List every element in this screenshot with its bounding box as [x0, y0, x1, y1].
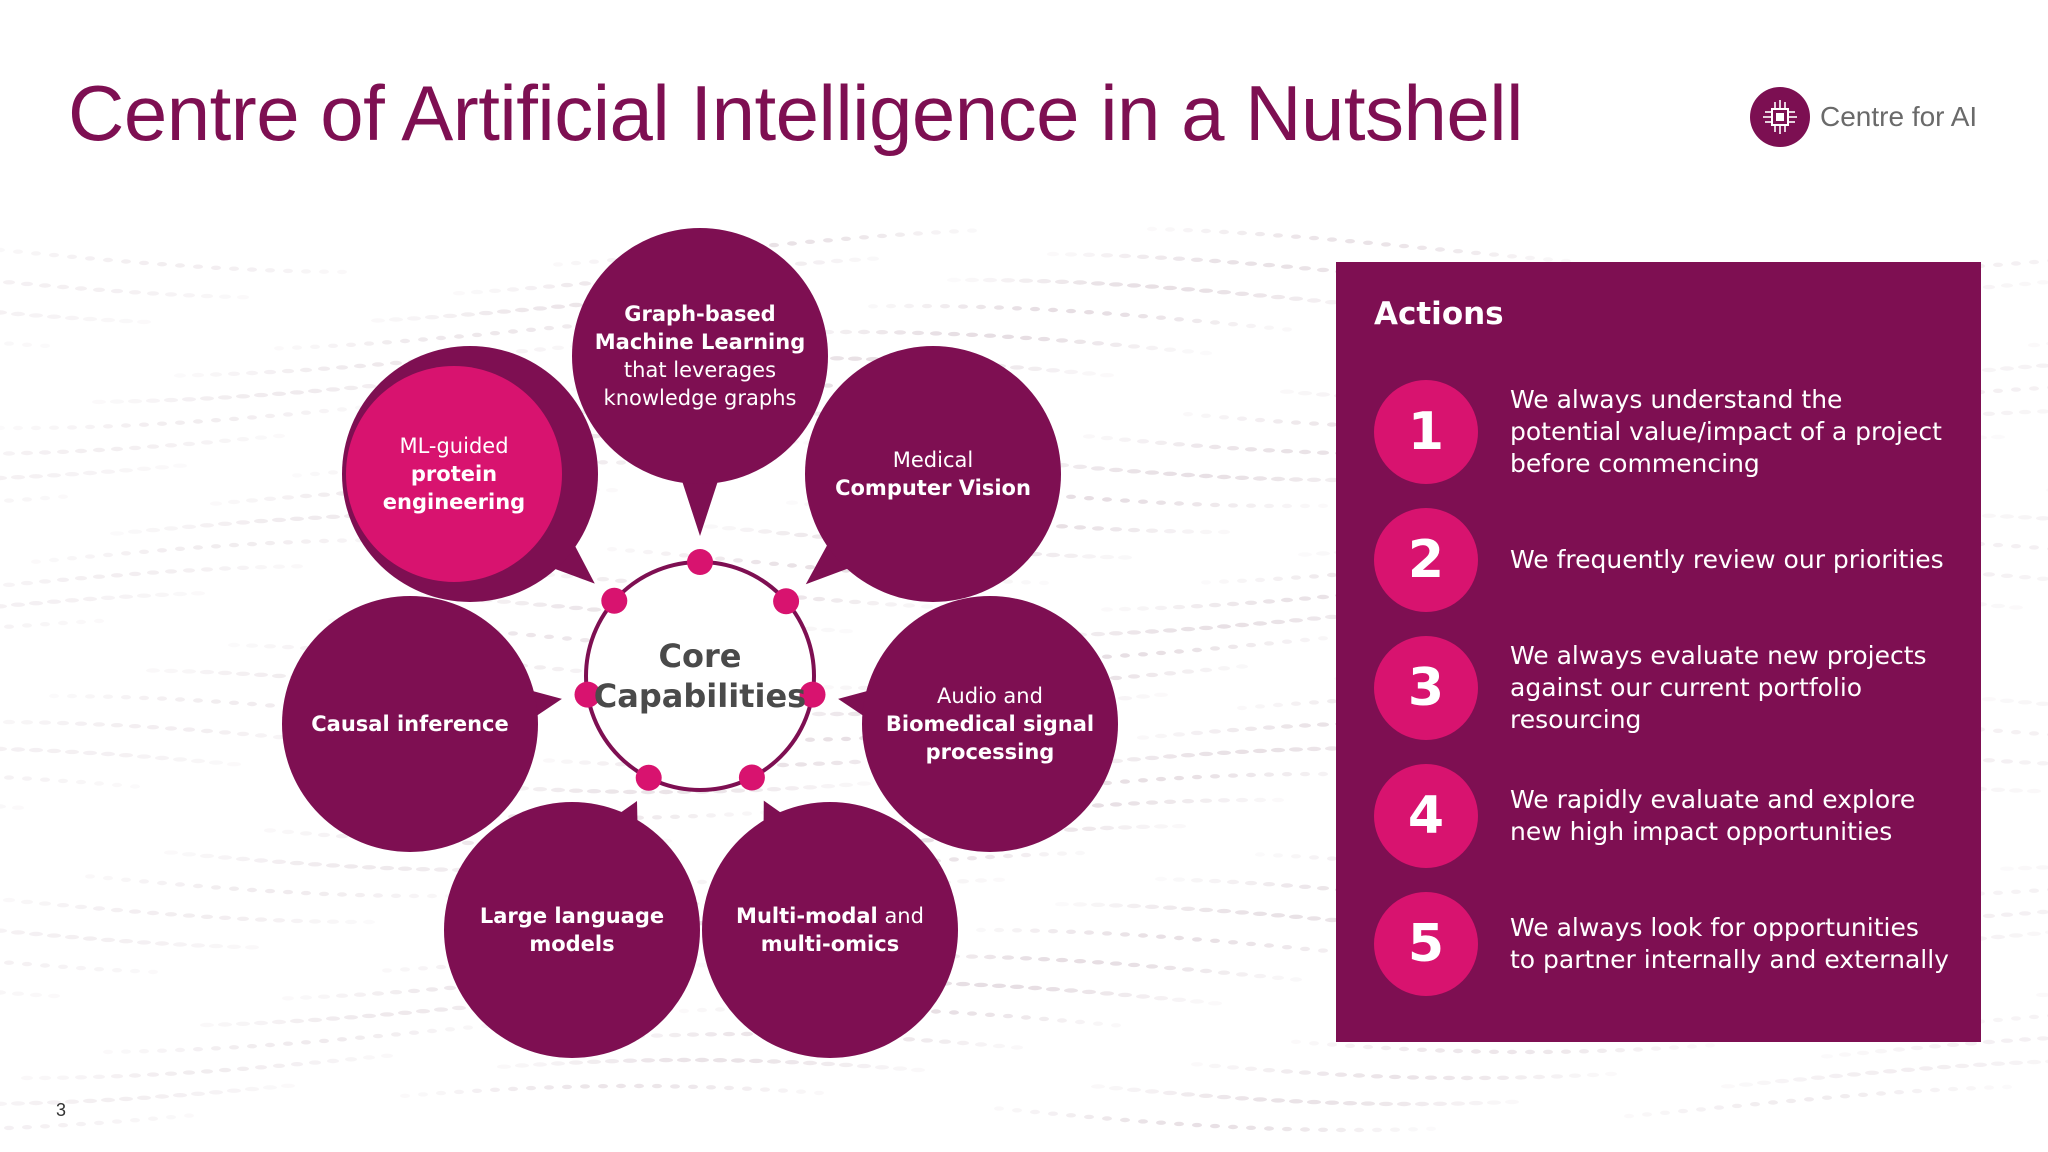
logo-text: Centre for AI: [1820, 101, 1978, 132]
action-item: 3 We always evaluate new projects against …: [1374, 636, 1954, 740]
action-text-line: before commencing: [1510, 449, 1760, 478]
capability-bubble-computer-vision: [805, 346, 1061, 602]
action-item: 5 We always look for opportunities to part…: [1374, 892, 1954, 996]
circuit-chip-icon: [1750, 87, 1810, 147]
capability-label-segment: engineering: [382, 490, 526, 514]
capability-label-segment: Graph-based: [624, 302, 776, 326]
capability-label-line: Biomedical signal: [886, 710, 1094, 738]
capability-label-segment: Biomedical signal: [885, 712, 1095, 736]
core-capabilities-label: Core Capabilities: [594, 636, 806, 716]
capability-bubble-graph-ml: [572, 228, 828, 484]
brand-logo: Centre for AI: [1750, 86, 1977, 148]
action-item: 2 We frequently review our priorities: [1374, 508, 1954, 612]
action-text-line: We always look for opportunities: [1510, 913, 1919, 942]
capability-label-causal-inference: Causal inference: [311, 710, 508, 738]
ring-connector-dot: [799, 681, 826, 708]
action-item: 1 We always understand the potential value…: [1374, 380, 1954, 484]
action-number-badge: 3: [1374, 636, 1478, 740]
action-text: We always look for opportunities to partn…: [1510, 912, 1960, 976]
action-text-line: We rapidly evaluate and explore: [1510, 785, 1916, 814]
capability-label-line: knowledge graphs: [595, 384, 805, 412]
capability-label-line: protein: [383, 460, 525, 488]
capability-label-segment: that leverages: [623, 358, 777, 382]
capability-label-line: Multi-modal and: [736, 902, 924, 930]
action-text-line: resourcing: [1510, 705, 1642, 734]
capability-label-segment: Medical: [892, 448, 974, 472]
capability-label-segment: Machine Learning: [594, 330, 806, 354]
capability-label-segment: Audio and: [937, 684, 1043, 708]
action-text: We always understand the potential value/…: [1510, 384, 1960, 480]
action-text-line: We always understand the: [1510, 385, 1843, 414]
capability-label-segment: processing: [925, 740, 1055, 764]
action-text: We rapidly evaluate and explore new high …: [1510, 784, 1960, 848]
capability-label-line: models: [480, 930, 664, 958]
capability-label-line: processing: [886, 738, 1094, 766]
action-item: 4 We rapidly evaluate and explore new high…: [1374, 764, 1954, 868]
actions-panel: Actions 1 We always understand the potenti…: [1336, 262, 1981, 1042]
capability-label-segment: Large language: [479, 904, 665, 928]
capability-label-segment: multi-omics: [760, 932, 900, 956]
capability-label-line: that leverages: [595, 356, 805, 384]
capability-label-line: Graph-based: [595, 300, 805, 328]
capability-label-line: Audio and: [886, 682, 1094, 710]
action-text-line: potential value/impact of a project: [1510, 417, 1942, 446]
action-text: We frequently review our priorities: [1510, 544, 1960, 576]
capability-label-llm: Large language models: [480, 902, 664, 958]
capability-label-line: Machine Learning: [595, 328, 805, 356]
ring-connector-dot: [738, 764, 765, 791]
capability-label-segment: Computer Vision: [835, 476, 1031, 500]
capability-label-line: Computer Vision: [835, 474, 1031, 502]
capability-bubble-biomedical-signal: [862, 596, 1118, 852]
ring-connector-dot: [635, 764, 662, 791]
action-text-line: We frequently review our priorities: [1510, 545, 1944, 574]
capability-label-line: engineering: [383, 488, 525, 516]
ring-connector-dot: [574, 681, 601, 708]
capability-label-protein-engineering: ML-guided protein engineering: [383, 432, 525, 516]
capability-label-line: ML-guided: [383, 432, 525, 460]
page-number: 3: [56, 1100, 67, 1120]
action-number-badge: 4: [1374, 764, 1478, 868]
capability-label-segment: protein: [410, 462, 498, 486]
action-number-badge: 2: [1374, 508, 1478, 612]
capability-label-segment: ML-guided: [399, 434, 509, 458]
capability-bubble-llm: [444, 802, 700, 1058]
ring-connector-dot: [687, 549, 713, 575]
action-text-line: We always evaluate new projects: [1510, 641, 1927, 670]
capability-label-segment: and: [877, 904, 924, 928]
capability-label-segment: Causal inference: [311, 712, 509, 736]
capability-label-segment: models: [529, 932, 615, 956]
highlight-inner-circle: [346, 366, 562, 582]
action-text-line: new high impact opportunities: [1510, 817, 1893, 846]
actions-heading: Actions: [1374, 296, 1504, 332]
capability-label-line: Medical: [835, 446, 1031, 474]
ring-connector-dot: [601, 587, 628, 614]
capability-label-line: multi-omics: [736, 930, 924, 958]
core-line-2: Capabilities: [593, 677, 807, 715]
action-text-line: to partner internally and externally: [1510, 945, 1949, 974]
capability-label-line: Causal inference: [311, 710, 508, 738]
action-text-line: against our current portfolio: [1510, 673, 1863, 702]
capability-label-segment: Multi-modal: [736, 904, 878, 928]
capability-label-segment: knowledge graphs: [603, 386, 797, 410]
ring-connector-dot: [773, 588, 800, 615]
page-title: Centre of Artificial Intelligence in a N…: [68, 69, 1523, 157]
action-number-badge: 1: [1374, 380, 1478, 484]
capability-bubble-multi-modal: [702, 802, 958, 1058]
action-text: We always evaluate new projects against o…: [1510, 640, 1960, 736]
capability-label-line: Large language: [480, 902, 664, 930]
action-number-badge: 5: [1374, 892, 1478, 996]
core-line-1: Core: [658, 637, 742, 675]
capability-bubble-causal-inference: [282, 596, 538, 852]
